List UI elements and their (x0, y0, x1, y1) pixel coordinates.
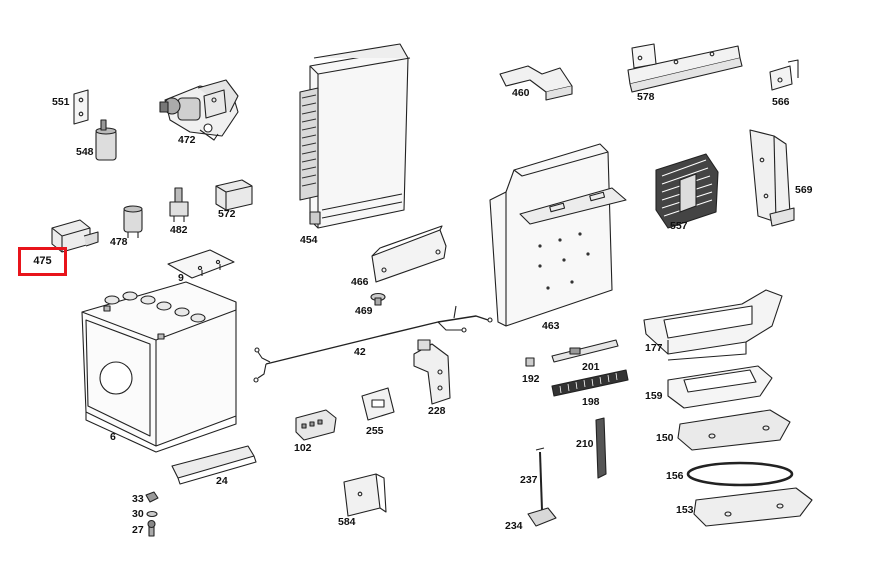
part-460-drawing (499, 65, 573, 101)
part-102-drawing (295, 409, 337, 441)
label-548[interactable]: 548 (76, 146, 94, 158)
label-177[interactable]: 177 (645, 342, 663, 354)
label-460[interactable]: 460 (512, 87, 530, 99)
label-159[interactable]: 159 (645, 390, 663, 402)
part-472-drawing (159, 79, 239, 141)
label-584[interactable]: 584 (338, 516, 356, 528)
part-466-drawing (371, 225, 447, 283)
label-33[interactable]: 33 (132, 493, 144, 505)
part-156-drawing (686, 461, 794, 487)
label-572[interactable]: 572 (218, 208, 236, 220)
part-234-drawing (527, 507, 557, 527)
label-578[interactable]: 578 (637, 91, 655, 103)
part-578-drawing (627, 43, 743, 93)
part-237-drawing (535, 447, 545, 511)
part-153-drawing (693, 487, 813, 527)
part-177-drawing (643, 289, 783, 361)
label-234[interactable]: 234 (505, 520, 523, 532)
label-569[interactable]: 569 (795, 184, 813, 196)
label-210[interactable]: 210 (576, 438, 594, 450)
part-192-drawing (525, 357, 535, 367)
part-42-drawing (253, 305, 493, 383)
label-551[interactable]: 551 (52, 96, 70, 108)
fasteners-drawing (145, 491, 159, 537)
label-27[interactable]: 27 (132, 524, 144, 536)
label-478[interactable]: 478 (110, 236, 128, 248)
part-469-drawing (370, 292, 386, 306)
label-192[interactable]: 192 (522, 373, 540, 385)
label-30[interactable]: 30 (132, 508, 144, 520)
label-472[interactable]: 472 (178, 134, 196, 146)
label-156[interactable]: 156 (666, 470, 684, 482)
part-572-drawing (215, 179, 253, 211)
label-557[interactable]: 557 (670, 220, 688, 232)
label-255[interactable]: 255 (366, 425, 384, 437)
part-551-drawing (73, 89, 89, 125)
part-150-drawing (677, 409, 791, 451)
part-198-drawing (551, 369, 629, 397)
label-466[interactable]: 466 (351, 276, 369, 288)
label-6[interactable]: 6 (110, 431, 116, 443)
label-482[interactable]: 482 (170, 224, 188, 236)
part-201-drawing (551, 339, 619, 363)
part-463-drawing (489, 143, 627, 327)
label-469[interactable]: 469 (355, 305, 373, 317)
label-566[interactable]: 566 (772, 96, 790, 108)
part-159-drawing (667, 365, 773, 409)
part-255-drawing (361, 387, 395, 421)
label-102[interactable]: 102 (294, 442, 312, 454)
label-9[interactable]: 9 (178, 272, 184, 284)
label-42[interactable]: 42 (354, 346, 366, 358)
label-201[interactable]: 201 (582, 361, 600, 373)
label-150[interactable]: 150 (656, 432, 674, 444)
label-475[interactable]: 475 (33, 255, 52, 267)
label-153[interactable]: 153 (676, 504, 694, 516)
part-482-drawing (169, 187, 189, 222)
part-557-drawing (655, 153, 719, 229)
part-566-drawing (769, 59, 799, 91)
part-9-drawing (167, 249, 235, 279)
highlight-box-475[interactable]: 475 (18, 247, 67, 276)
part-6-drawing (81, 281, 237, 453)
part-478-drawing (123, 205, 143, 238)
label-463[interactable]: 463 (542, 320, 560, 332)
part-210-drawing (595, 417, 607, 479)
label-198[interactable]: 198 (582, 396, 600, 408)
part-228-drawing (413, 339, 451, 405)
label-24[interactable]: 24 (216, 475, 228, 487)
label-228[interactable]: 228 (428, 405, 446, 417)
part-584-drawing (343, 473, 387, 517)
part-548-drawing (95, 119, 117, 161)
label-454[interactable]: 454 (300, 234, 318, 246)
part-454-drawing (299, 43, 411, 229)
part-569-drawing (749, 129, 795, 227)
label-237[interactable]: 237 (520, 474, 538, 486)
part-24-drawing (171, 445, 257, 485)
